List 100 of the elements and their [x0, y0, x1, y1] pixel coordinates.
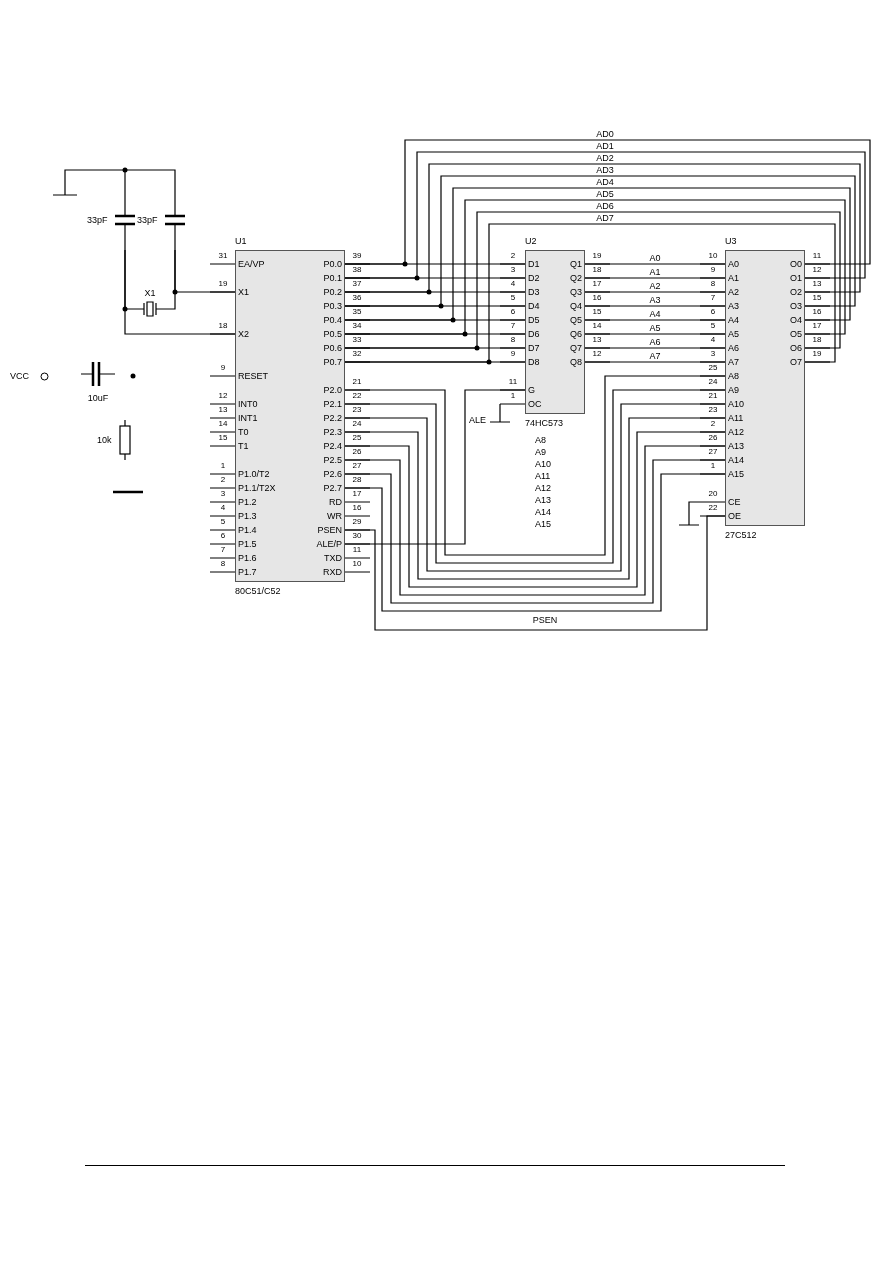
pin-name: P0.3	[323, 301, 342, 311]
pin-name: CE	[728, 497, 741, 507]
net-label: A9	[535, 447, 546, 457]
wire	[344, 211, 841, 349]
pin-name: RESET	[238, 371, 268, 381]
pin-number: 32	[352, 350, 362, 358]
pin-number: 5	[710, 322, 716, 330]
pin-name: WR	[327, 511, 342, 521]
pin-number: 8	[510, 336, 516, 344]
value-label: 10k	[97, 435, 112, 445]
pin-name: P1.0/T2	[238, 469, 270, 479]
pin-name: P1.6	[238, 553, 257, 563]
pin-number: 12	[812, 266, 822, 274]
net-label: AD0	[596, 129, 614, 139]
reference-label: U2	[525, 236, 537, 246]
pin-number: 9	[710, 266, 716, 274]
pin-name: O4	[790, 315, 802, 325]
wire	[124, 169, 176, 191]
net-label: PSEN	[532, 615, 558, 625]
net-label: A8	[535, 435, 546, 445]
pin-name: P1.4	[238, 525, 257, 535]
pin-name: RD	[329, 497, 342, 507]
pin-name: P1.3	[238, 511, 257, 521]
pin-number: 18	[218, 322, 228, 330]
pin-name: D5	[528, 315, 540, 325]
pin-name: G	[528, 385, 535, 395]
pin-number: 3	[510, 266, 516, 274]
wire	[344, 175, 856, 307]
pin-number: 12	[218, 392, 228, 400]
pin-name: ALE/P	[316, 539, 342, 549]
pin-number: 16	[812, 308, 822, 316]
pin-number: 23	[352, 406, 362, 414]
pin-number: 22	[708, 504, 718, 512]
pin-number: 4	[710, 336, 716, 344]
pin-number: 20	[708, 490, 718, 498]
wire	[124, 249, 138, 310]
pin-name: Q3	[570, 287, 582, 297]
wire	[344, 151, 866, 279]
pin-number: 7	[220, 546, 226, 554]
pin-name: P1.5	[238, 539, 257, 549]
pin-number: 6	[710, 308, 716, 316]
net-label: A12	[535, 483, 551, 493]
pin-number: 26	[352, 448, 362, 456]
pin-name: O7	[790, 357, 802, 367]
pin-name: P0.2	[323, 287, 342, 297]
pin-number: 17	[592, 280, 602, 288]
pin-name: P0.7	[323, 357, 342, 367]
pin-number: 14	[592, 322, 602, 330]
pin-number: 14	[218, 420, 228, 428]
net-label: AD6	[596, 201, 614, 211]
pin-name: P1.2	[238, 497, 257, 507]
pin-name: A7	[728, 357, 739, 367]
pin-number: 8	[220, 560, 226, 568]
pin-number: 19	[592, 252, 602, 260]
pin-name: P2.0	[323, 385, 342, 395]
net-label: A15	[535, 519, 551, 529]
pin-number: 3	[710, 350, 716, 358]
pin-number: 13	[812, 280, 822, 288]
pin-name: P2.6	[323, 469, 342, 479]
part-number: 80C51/C52	[235, 586, 281, 596]
net-label: A4	[649, 309, 661, 319]
pin-name: P0.1	[323, 273, 342, 283]
reference-label: U3	[725, 236, 737, 246]
pin-name: A6	[728, 343, 739, 353]
pin-name: A0	[728, 259, 739, 269]
pin-number: 16	[592, 294, 602, 302]
net-label: A13	[535, 495, 551, 505]
wire	[584, 347, 726, 349]
net-label: AD3	[596, 165, 614, 175]
pin-number: 8	[710, 280, 716, 288]
pin-number: 2	[710, 420, 716, 428]
pin-number: 29	[352, 518, 362, 526]
pin-name: OE	[728, 511, 741, 521]
pin-number: 25	[708, 364, 718, 372]
pin-name: Q2	[570, 273, 582, 283]
value-label: 10uF	[87, 393, 109, 403]
pin-name: D6	[528, 329, 540, 339]
pin-name: INT1	[238, 413, 258, 423]
pin-number: 19	[218, 280, 228, 288]
wire	[162, 249, 176, 310]
pin-number: 15	[812, 294, 822, 302]
pin-number: 5	[510, 294, 516, 302]
pin-name: T1	[238, 441, 249, 451]
pin-name: D3	[528, 287, 540, 297]
wire	[584, 361, 726, 363]
pin-number: 24	[708, 378, 718, 386]
net-label: AD4	[596, 177, 614, 187]
pin-name: D4	[528, 301, 540, 311]
pin-name: A1	[728, 273, 739, 283]
pin-name: RXD	[323, 567, 342, 577]
pin-number: 35	[352, 308, 362, 316]
pin-name: A2	[728, 287, 739, 297]
pin-number: 3	[220, 490, 226, 498]
pin-number: 12	[592, 350, 602, 358]
pin-name: O0	[790, 259, 802, 269]
pin-number: 34	[352, 322, 362, 330]
pin-number: 2	[510, 252, 516, 260]
wire	[344, 163, 861, 293]
pin-number: 15	[218, 434, 228, 442]
pin-name: A9	[728, 385, 739, 395]
